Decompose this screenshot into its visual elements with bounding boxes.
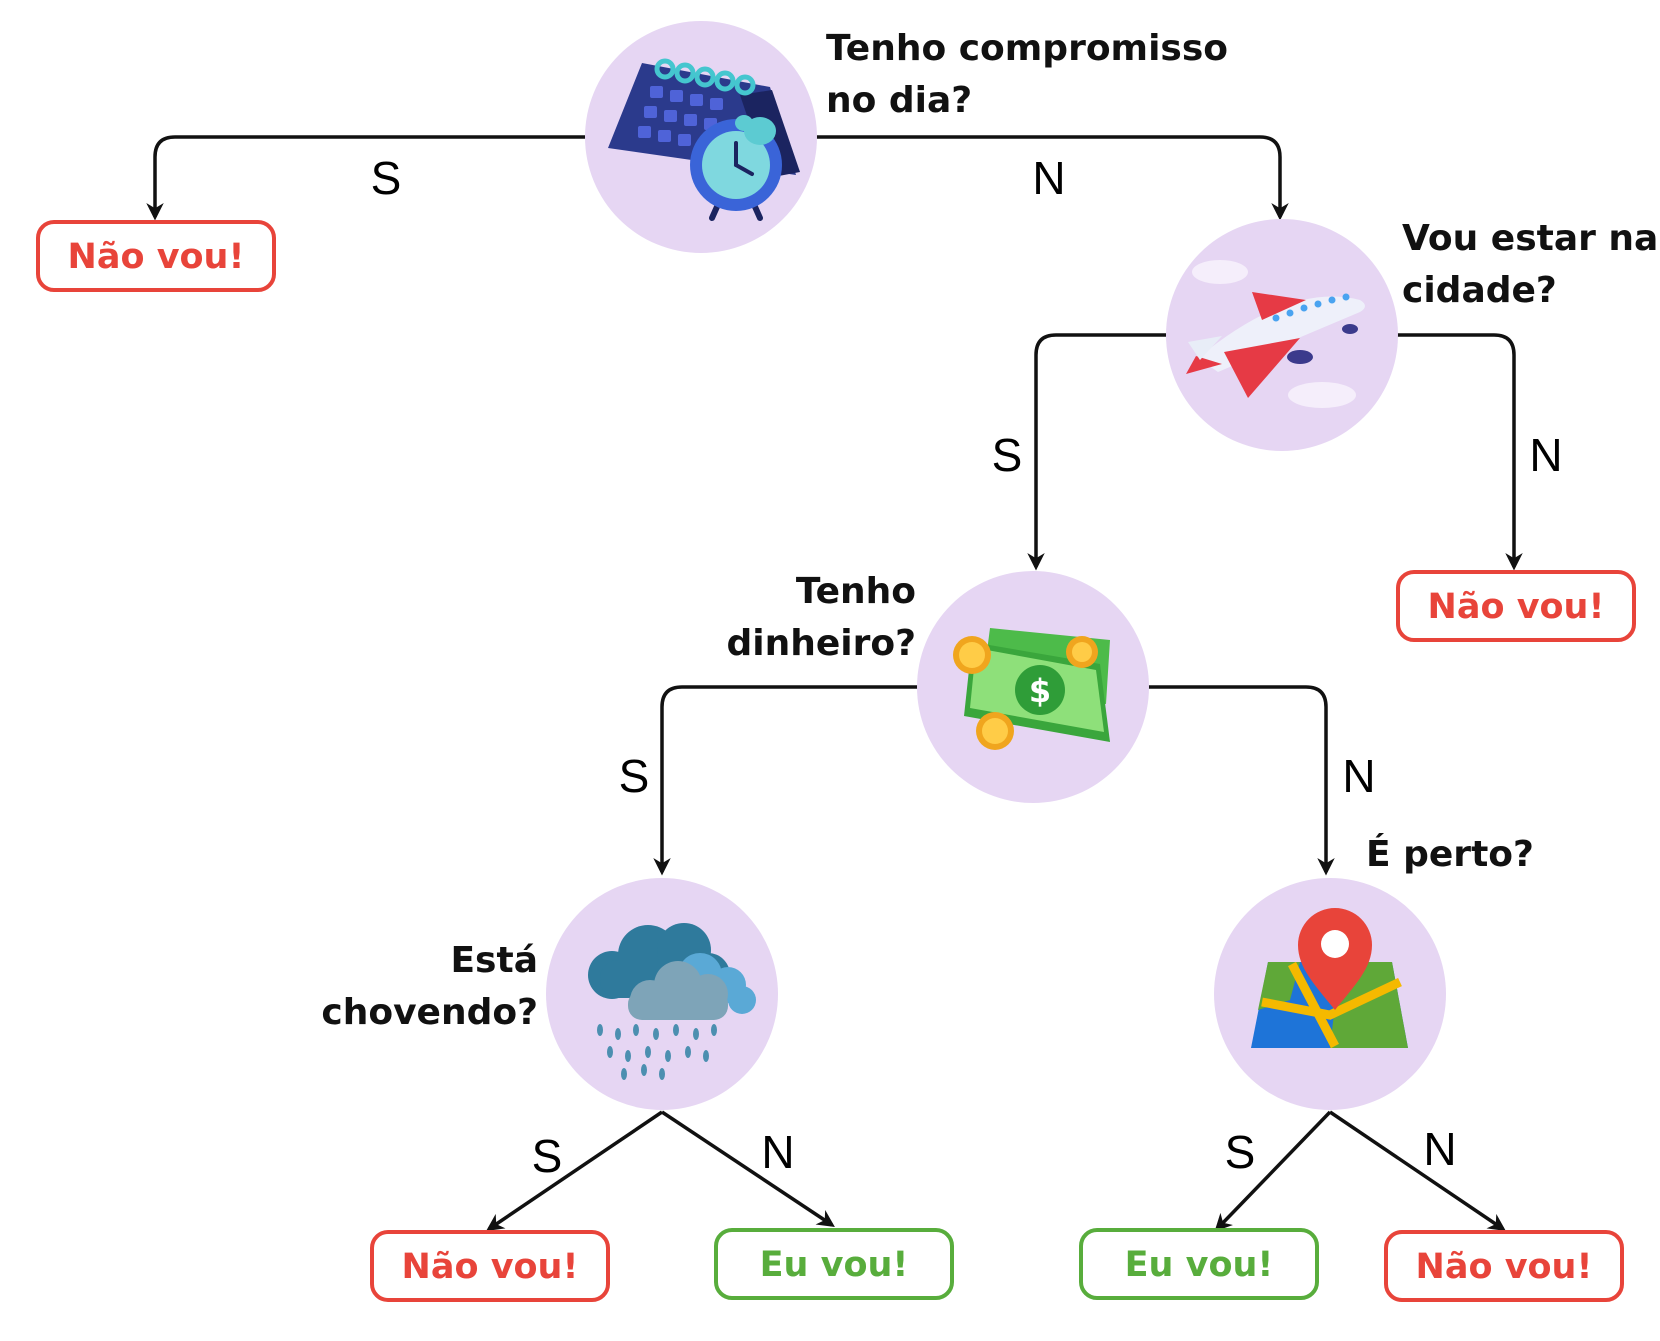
edge-labels: S N S N S N S N S N — [371, 152, 1563, 1182]
connectors — [146, 135, 1523, 1232]
edge-q5-no — [1329, 1110, 1506, 1231]
result-box-5: Eu vou! — [1079, 1228, 1319, 1300]
question-q4-line1: Está — [450, 940, 538, 981]
calendar-alarm-clock-icon — [608, 58, 800, 221]
edge-q5-yes — [1214, 1110, 1332, 1232]
edge-q1-yes — [146, 135, 585, 221]
result-label-5: Eu vou! — [1125, 1245, 1274, 1285]
edge-label-q3-no: N — [1342, 750, 1375, 802]
edge-label-q2-no: N — [1529, 429, 1562, 481]
edge-q3-yes — [653, 685, 918, 876]
edge-q4-yes — [486, 1110, 663, 1231]
map-pin-icon — [1251, 908, 1408, 1049]
result-label-1: Não vou! — [68, 237, 245, 277]
question-q5-line1: É perto? — [1366, 833, 1534, 875]
question-q1-line1: Tenho compromisso — [826, 28, 1228, 69]
result-label-2: Não vou! — [1428, 587, 1605, 627]
edge-q3-no — [1148, 685, 1335, 876]
node-q4 — [546, 878, 778, 1110]
airplane-icon — [1186, 260, 1365, 408]
edge-label-q3-yes: S — [619, 750, 650, 802]
questions: Tenho compromisso no dia? Vou estar na c… — [321, 28, 1658, 1033]
question-q3-line2: dinheiro? — [727, 623, 917, 664]
result-box-1: Não vou! — [36, 220, 276, 292]
edge-q2-no — [1394, 333, 1523, 571]
result-label-6: Não vou! — [1416, 1247, 1593, 1287]
node-q1 — [585, 21, 817, 253]
result-box-2: Não vou! — [1396, 570, 1636, 642]
edge-q4-no — [661, 1110, 835, 1227]
result-label-3: Não vou! — [402, 1247, 579, 1287]
edge-label-q4-yes: S — [532, 1130, 563, 1182]
node-q5 — [1214, 878, 1446, 1110]
question-q2-line1: Vou estar na — [1402, 218, 1658, 259]
question-q1-line2: no dia? — [826, 80, 972, 121]
edge-label-q5-yes: S — [1225, 1126, 1256, 1178]
question-q4-line2: chovendo? — [321, 992, 538, 1033]
edge-label-q1-no: N — [1032, 152, 1065, 204]
node-q2 — [1166, 219, 1398, 451]
edge-q1-no — [813, 135, 1289, 221]
question-q3-line1: Tenho — [796, 571, 916, 612]
node-q3: $ — [917, 571, 1149, 803]
edge-q2-yes — [1027, 333, 1166, 571]
result-box-3: Não vou! — [370, 1230, 610, 1302]
edge-label-q2-yes: S — [992, 429, 1023, 481]
question-q2-line2: cidade? — [1402, 270, 1557, 311]
edge-label-q4-no: N — [761, 1126, 794, 1178]
svg-text:$: $ — [1029, 672, 1051, 710]
result-box-4: Eu vou! — [714, 1228, 954, 1300]
edge-label-q5-no: N — [1423, 1123, 1456, 1175]
rain-cloud-icon — [588, 923, 756, 1080]
money-coins-icon: $ — [953, 628, 1110, 750]
result-label-4: Eu vou! — [760, 1245, 909, 1285]
edge-label-q1-yes: S — [371, 152, 402, 204]
results: Não vou! Não vou! Não vou! Eu vou! Eu vo… — [36, 220, 1636, 1302]
result-box-6: Não vou! — [1384, 1230, 1624, 1302]
